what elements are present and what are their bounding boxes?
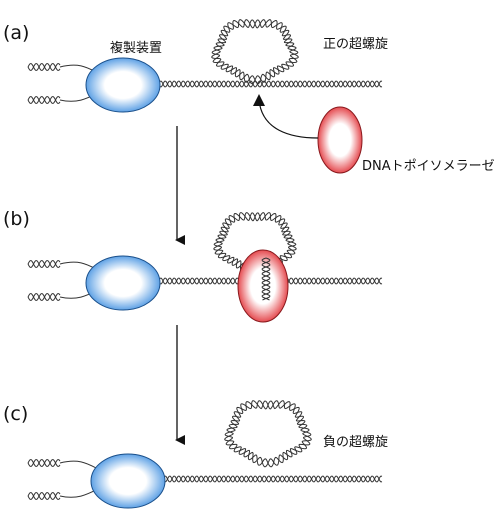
panel-b-crossing-strand-1 bbox=[261, 257, 271, 301]
topoisomerase-action-arrow bbox=[258, 99, 319, 139]
panel-a-lower-daughter-helix-strand-2 bbox=[27, 95, 61, 105]
panel-b-upper-daughter-helix bbox=[27, 259, 61, 269]
panel-c-lower-daughter-helix bbox=[27, 491, 61, 501]
panel-b-crossing-strand-2 bbox=[261, 257, 271, 301]
replisome-c bbox=[90, 453, 166, 509]
replication-machinery-label: 複製装置 bbox=[110, 41, 163, 56]
replisome-a bbox=[85, 57, 161, 113]
negative-supercoil-label: 負の超螺旋 bbox=[323, 435, 389, 450]
replisome-b bbox=[85, 255, 161, 311]
panel-a-upper-daughter-helix bbox=[27, 62, 61, 72]
panel-a-positive-supercoil-loop bbox=[211, 19, 299, 85]
panel-a-positive-supercoil-loop-strand-2 bbox=[211, 19, 299, 85]
panel-c-upper-fork-strand bbox=[59, 460, 101, 471]
protein-layer bbox=[85, 57, 363, 509]
panel-b-dna-through-enzyme bbox=[261, 257, 271, 301]
topoisomerase-action-arrowhead bbox=[253, 94, 265, 106]
panel-label-b: (b) bbox=[3, 208, 30, 230]
panel-b-lower-daughter-helix-strand-2 bbox=[27, 292, 61, 302]
panel-a-upper-daughter-helix-strand-2 bbox=[27, 62, 61, 72]
panel-label-c: (c) bbox=[3, 403, 29, 425]
panel-label-a: (a) bbox=[3, 22, 30, 44]
topoisomerase-label: DNAトポイソメラーゼ Ⅱ bbox=[362, 159, 500, 174]
dna-layer bbox=[27, 19, 383, 501]
panel-a-lower-daughter-helix bbox=[27, 95, 61, 105]
panel-b-lower-daughter-helix bbox=[27, 292, 61, 302]
panel-c-negative-supercoil-loop bbox=[224, 400, 312, 468]
panel-c-negative-supercoil-loop-strand-2 bbox=[224, 400, 312, 468]
panel-b-upper-daughter-helix-strand-2 bbox=[27, 259, 61, 269]
panel-c-upper-daughter-helix-strand-2 bbox=[27, 458, 61, 468]
panel-c-lower-daughter-helix-strand-2 bbox=[27, 491, 61, 501]
positive-supercoil-label: 正の超螺旋 bbox=[323, 37, 389, 52]
panel-c-upper-daughter-helix bbox=[27, 458, 61, 468]
topoisomerase-free bbox=[317, 106, 363, 174]
